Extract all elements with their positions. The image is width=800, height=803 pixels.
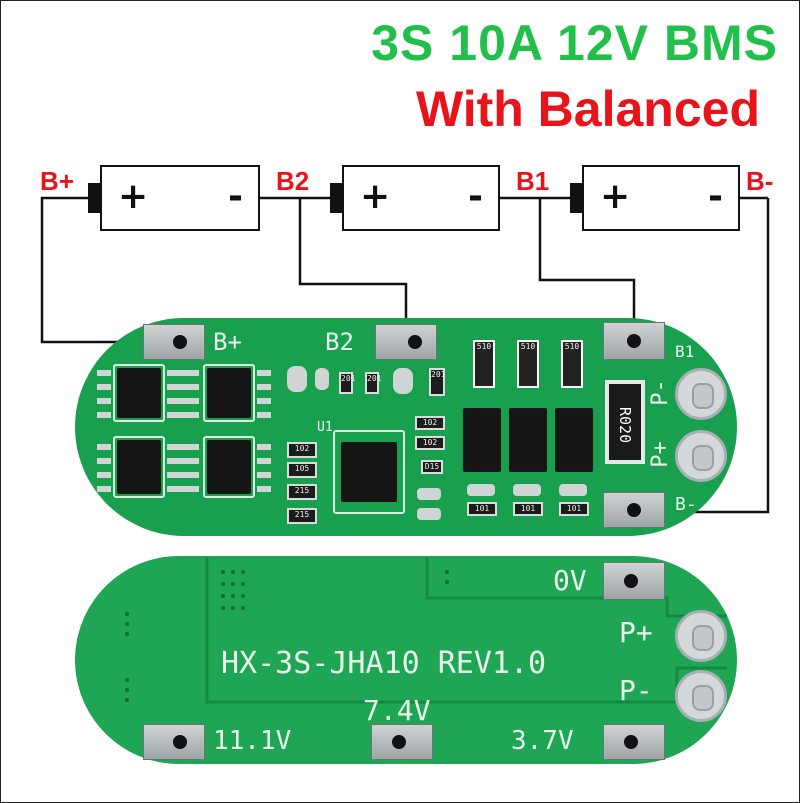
pad-ring-p-plus-bottom <box>675 610 727 662</box>
silk-p-minus: P- <box>647 379 673 406</box>
mosfet-chip <box>117 368 161 418</box>
smd-resistor: 101 <box>513 502 543 516</box>
balance-mosfet <box>509 408 547 472</box>
ic-outline <box>333 430 405 514</box>
balance-mosfet <box>555 408 593 472</box>
cell-plus-sign: + <box>600 176 631 217</box>
mosfet-outline <box>113 436 165 498</box>
smd-diode: D15 <box>421 460 443 474</box>
pad-ring-p-plus <box>675 430 727 482</box>
pad-11-1v <box>143 724 205 760</box>
pad-ring-p-minus-bottom <box>675 670 727 722</box>
smd-resistor: 201 <box>429 368 445 396</box>
smd-resistor: 101 <box>559 502 589 516</box>
pcb-bottom-side: 0V P+ P- HX-3S-JHA10 REV1.0 7.4V 11.1V 3… <box>75 556 737 764</box>
battery-cap <box>330 183 342 213</box>
battery-cap <box>570 183 582 213</box>
silk-p-plus-bottom: P+ <box>619 616 653 649</box>
smd-resistor: 102 <box>287 442 317 458</box>
balance-resistor: 510 <box>473 340 495 388</box>
mosfet-outline <box>113 364 165 422</box>
silk-b1: B1 <box>675 342 695 361</box>
pad-3-7v <box>603 724 665 760</box>
cell-minus-sign: - <box>708 176 723 217</box>
pad-b2 <box>375 324 437 360</box>
cell-minus-sign: - <box>468 176 483 217</box>
wire-b-plus <box>40 196 172 344</box>
balance-resistor: 510 <box>517 340 539 388</box>
wire-b2 <box>298 198 408 342</box>
title-line-2: With Balanced <box>415 81 760 137</box>
mosfet-outline <box>203 436 255 498</box>
mosfet-chip <box>207 368 251 418</box>
smd-resistor: 105 <box>287 462 317 478</box>
silk-b-minus: B- <box>675 494 697 515</box>
smd-resistor: 102 <box>415 436 445 450</box>
battery-cell-2: + - <box>342 165 500 231</box>
pad-b-minus <box>603 492 665 528</box>
smd-resistor: 201 <box>339 372 355 394</box>
silk-0v: 0V <box>553 564 587 597</box>
silk-model: HX-3S-JHA10 REV1.0 <box>221 646 547 681</box>
smd-resistor: 102 <box>415 416 445 430</box>
silk-7-4v: 7.4V <box>363 694 431 727</box>
mosfet-chip <box>207 440 251 494</box>
silk-b-plus: B+ <box>213 328 242 356</box>
smd-resistor: 101 <box>467 502 497 516</box>
battery-cell-3: + - <box>582 165 740 231</box>
balance-mosfet <box>463 408 501 472</box>
wire-b1 <box>538 198 636 342</box>
node-label-b2: B2 <box>276 166 310 196</box>
pad-b1 <box>603 322 665 360</box>
pad-7-4v <box>371 724 433 760</box>
node-label-b-plus: B+ <box>40 166 74 196</box>
silk-p-plus: P+ <box>647 441 673 468</box>
pad-b-plus <box>143 324 205 360</box>
node-label-b-minus: B- <box>746 166 774 196</box>
silk-11-1v: 11.1V <box>213 726 292 756</box>
smd-resistor: 201 <box>365 372 381 394</box>
smd-resistor: 215 <box>287 508 317 524</box>
mosfet-chip <box>117 440 161 494</box>
smd-resistor: 215 <box>287 484 317 500</box>
title-line-1: 3S 10A 12V BMS <box>371 15 778 71</box>
battery-cell-1: + - <box>100 165 260 231</box>
mosfet-outline <box>203 364 255 422</box>
silk-p-minus-bottom: P- <box>619 674 653 707</box>
shunt-resistor: R020 <box>605 380 645 464</box>
balance-resistor: 510 <box>561 340 583 388</box>
silk-u1: U1 <box>317 420 333 435</box>
silk-b2: B2 <box>325 328 354 356</box>
cell-plus-sign: + <box>360 176 391 217</box>
pad-0v <box>603 562 665 600</box>
cell-minus-sign: - <box>228 176 243 217</box>
pad-ring-p-minus <box>675 368 727 420</box>
node-label-b1: B1 <box>516 166 550 196</box>
battery-cap <box>88 183 100 213</box>
ic-u1 <box>341 442 397 502</box>
cell-plus-sign: + <box>118 176 149 217</box>
shunt-resistor-label: R020 <box>616 407 634 444</box>
silk-3-7v: 3.7V <box>511 726 574 756</box>
pcb-top-side: B+ B2 B1 B- P- P+ U1 102 105 215 215 102 <box>75 318 737 536</box>
